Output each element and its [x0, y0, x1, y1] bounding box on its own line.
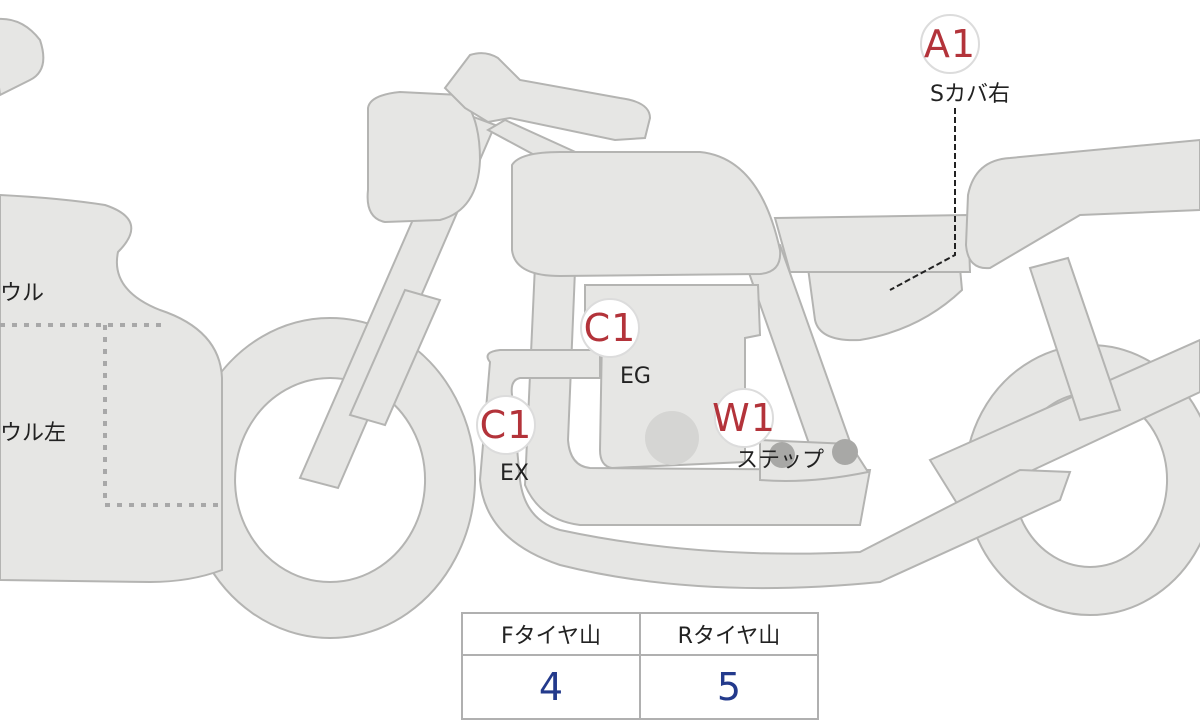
- engine-cover: [645, 411, 699, 465]
- damage-location-label: EG: [620, 364, 651, 389]
- handlebar: [443, 52, 652, 142]
- front-tire-header: Fタイヤ山: [461, 612, 641, 656]
- headlight: [366, 90, 482, 224]
- damage-code-marker: A1: [920, 14, 980, 74]
- front-wheel: [184, 317, 477, 639]
- exhaust-pipe: [478, 349, 1072, 590]
- rear-tire-header: Rタイヤ山: [639, 612, 819, 656]
- side-cover: [806, 267, 964, 342]
- rear-tire-value: 5: [639, 654, 819, 720]
- cowl: [0, 193, 223, 584]
- damage-location-label: ステップ: [736, 448, 825, 473]
- front-fork-tube: [348, 288, 442, 427]
- rear-frame: [1028, 256, 1122, 422]
- mirror: [0, 18, 45, 97]
- seat: [964, 138, 1200, 270]
- damage-code-marker: C1: [476, 395, 536, 455]
- side-label: ウル左: [0, 421, 67, 446]
- step-peg-right: [832, 439, 858, 465]
- damage-code-marker: W1: [712, 388, 775, 448]
- step-peg-left: [769, 442, 795, 468]
- damage-location-label: Sカバ右: [930, 82, 1010, 107]
- leader-line: [889, 108, 956, 291]
- cowl-split-line: [0, 323, 220, 507]
- front-tire-value: 4: [461, 654, 641, 720]
- damage-code-marker: C1: [580, 298, 640, 358]
- seat-base: [773, 213, 972, 273]
- damage-location-label: EX: [500, 461, 529, 486]
- fuel-tank: [511, 151, 782, 278]
- side-label: ウル: [0, 281, 45, 306]
- tire-tread-table: Fタイヤ山 Rタイヤ山 4 5: [461, 612, 819, 720]
- lower-frame: [523, 263, 872, 526]
